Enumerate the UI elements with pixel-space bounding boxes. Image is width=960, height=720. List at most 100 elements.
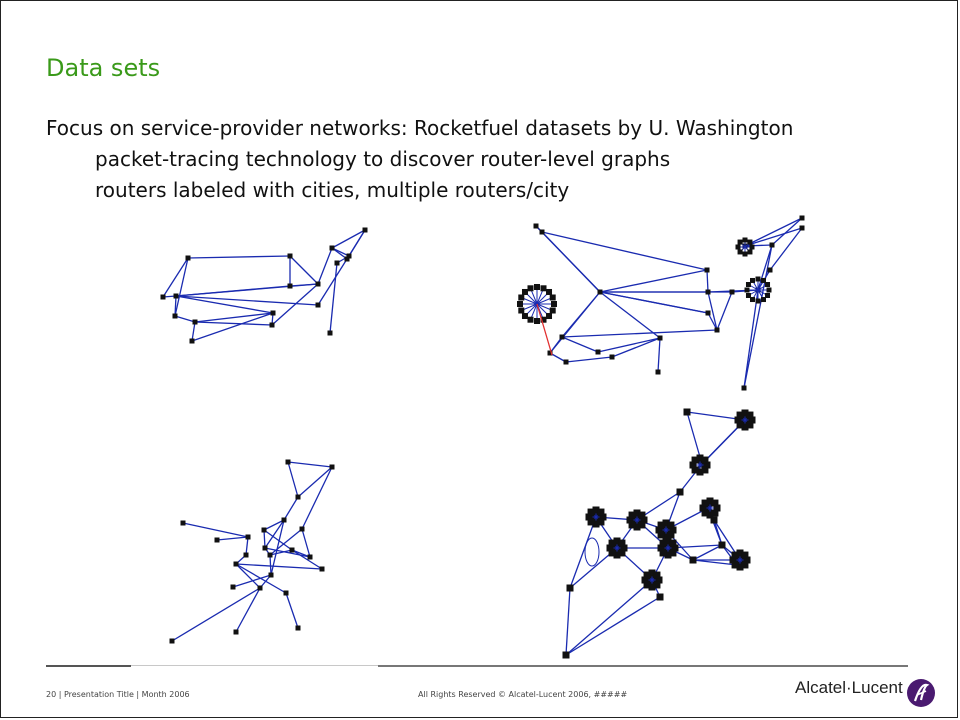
- footer-divider-accent-right: [378, 665, 908, 667]
- graph-node: [735, 244, 741, 250]
- graph-node: [718, 541, 726, 549]
- graph-node: [620, 544, 628, 552]
- graph-node: [606, 544, 614, 552]
- graph-node: [769, 242, 775, 248]
- graph-node: [746, 411, 754, 419]
- graph-node: [547, 350, 553, 356]
- graph-node: [633, 509, 641, 517]
- graph-edge: [561, 336, 599, 353]
- graph-node: [270, 310, 276, 316]
- graph-node: [315, 302, 321, 308]
- graph-node: [664, 551, 672, 559]
- graph-edge: [549, 352, 567, 363]
- graph-edge: [235, 563, 261, 589]
- graph-node: [609, 354, 615, 360]
- graph-node: [662, 519, 670, 527]
- graph-node: [653, 581, 661, 589]
- graph-edge: [291, 549, 323, 570]
- graph-edge: [707, 291, 718, 331]
- graph-node: [595, 349, 601, 355]
- graph-node: [696, 454, 704, 462]
- graph-edge: [269, 554, 272, 576]
- graph-node: [327, 330, 333, 336]
- graph-node: [662, 533, 670, 541]
- graph-node: [750, 277, 755, 283]
- graph-node: [648, 569, 656, 577]
- graph-node: [689, 461, 697, 469]
- graph-edge: [174, 257, 189, 317]
- graph-node: [701, 499, 709, 507]
- graph-edge: [743, 289, 759, 389]
- graph-node: [243, 552, 249, 558]
- graph-node: [214, 537, 220, 543]
- graph-node: [587, 508, 595, 516]
- graph-node: [655, 526, 663, 534]
- graph-node: [233, 561, 239, 567]
- graph-node: [664, 537, 672, 545]
- graph-node: [742, 251, 748, 257]
- graph-node: [699, 504, 707, 512]
- graph-node: [185, 255, 191, 261]
- graph-edge: [549, 291, 601, 354]
- graph-node: [669, 539, 677, 547]
- graph-edge: [331, 229, 366, 249]
- graph-node: [633, 523, 641, 531]
- graph-edge: [541, 231, 708, 271]
- graph-edge: [599, 291, 709, 314]
- graph-edge: [535, 225, 601, 293]
- brand-wordmark: Alcatel·Lucent: [795, 678, 903, 697]
- graph-node: [691, 466, 699, 474]
- graph-edge: [187, 255, 291, 259]
- graph-node: [592, 506, 600, 514]
- graph-node: [245, 534, 251, 540]
- graph-node: [741, 385, 747, 391]
- graph-node: [765, 282, 771, 287]
- graph-node: [608, 549, 616, 557]
- graph-node: [747, 249, 753, 255]
- graph-edge: [565, 356, 613, 363]
- graph-node: [281, 517, 287, 523]
- graph-node: [189, 338, 195, 344]
- graph-edge: [769, 227, 803, 271]
- graph-node: [295, 494, 301, 500]
- graph-node: [638, 521, 646, 529]
- graph-node: [160, 294, 166, 300]
- graph-node: [799, 215, 805, 221]
- graph-node: [731, 561, 739, 569]
- graph-edge: [182, 522, 249, 538]
- graph-node: [329, 245, 335, 251]
- graph-edge: [599, 291, 661, 339]
- graph-edge: [171, 587, 261, 642]
- graph-edge-highlight: [536, 303, 553, 356]
- network-graph-bottom-left: [169, 459, 335, 644]
- graph-node: [741, 551, 749, 559]
- graph-node: [641, 576, 649, 584]
- graph-node: [729, 289, 735, 295]
- graph-node: [180, 520, 186, 526]
- graph-node: [295, 625, 301, 631]
- graph-node: [705, 289, 711, 295]
- graph-node: [743, 556, 751, 564]
- graph-edge: [301, 466, 333, 530]
- graph-edge: [264, 547, 311, 558]
- graph-edge: [707, 312, 718, 331]
- graph-edge: [716, 291, 733, 331]
- graph-node: [640, 516, 648, 524]
- bullet-sub-1: packet-tracing technology to discover ro…: [95, 147, 671, 171]
- graph-node: [761, 297, 766, 303]
- graph-node: [657, 531, 665, 539]
- graph-edge: [271, 283, 319, 326]
- graph-node: [527, 316, 534, 323]
- graph-node: [608, 539, 616, 547]
- graph-edge: [263, 519, 285, 531]
- graph-node: [703, 461, 711, 469]
- graph-node: [656, 593, 664, 601]
- graph-node: [710, 516, 718, 524]
- graph-edge: [191, 312, 274, 342]
- graph-edge: [287, 461, 333, 468]
- graph-node: [299, 526, 305, 532]
- graph-node: [761, 277, 766, 283]
- graph-node: [711, 509, 719, 517]
- graph-node: [765, 293, 771, 298]
- graph-node: [527, 285, 534, 292]
